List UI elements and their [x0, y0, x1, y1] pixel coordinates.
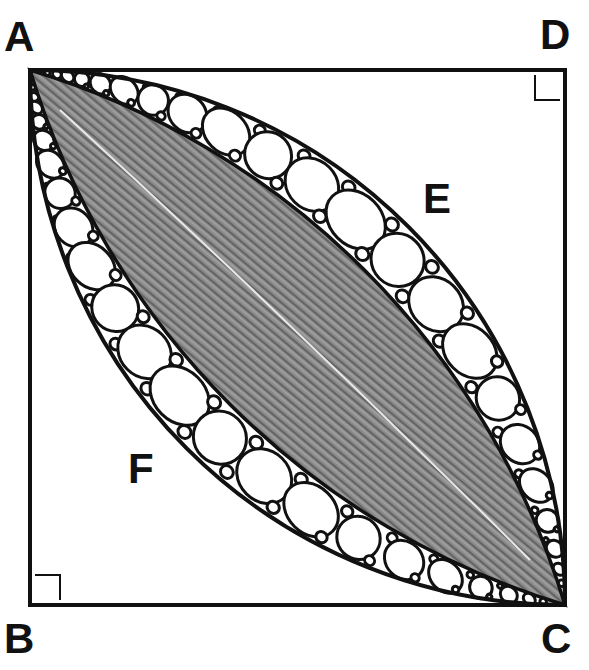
cobblestone-band	[27, 67, 567, 607]
cobblestone	[467, 368, 528, 429]
cobblestone	[49, 142, 57, 150]
cobblestone	[205, 393, 223, 411]
cobblestone	[189, 127, 203, 141]
cobblestone	[126, 98, 135, 107]
cobblestone	[155, 110, 167, 122]
cobblestone	[108, 267, 123, 282]
vertex-label: B	[4, 618, 34, 660]
cobblestone	[268, 175, 285, 192]
shaded-leaf	[30, 70, 565, 605]
arc-outer	[30, 70, 565, 605]
right-angle-mark	[535, 75, 560, 100]
leaf-vein	[60, 110, 530, 560]
cobblestone	[58, 166, 67, 175]
cobblestone	[328, 507, 389, 568]
right-angle-mark	[35, 575, 60, 600]
vertex-label: F	[125, 448, 157, 490]
square-outline	[30, 70, 565, 605]
cobblestone	[87, 229, 101, 243]
vertex-label: C	[541, 618, 571, 660]
arc-outer	[30, 70, 565, 605]
cobblestone	[43, 123, 49, 129]
cobblestone	[83, 83, 89, 89]
cobblestone	[353, 245, 371, 263]
cobblestone	[227, 148, 242, 163]
vertex-label: E	[420, 178, 454, 220]
vertex-label: A	[4, 16, 34, 58]
cobblestone	[70, 195, 82, 207]
cobblestone	[102, 89, 110, 97]
cobblestone	[135, 308, 152, 325]
vertex-label: D	[540, 14, 570, 56]
